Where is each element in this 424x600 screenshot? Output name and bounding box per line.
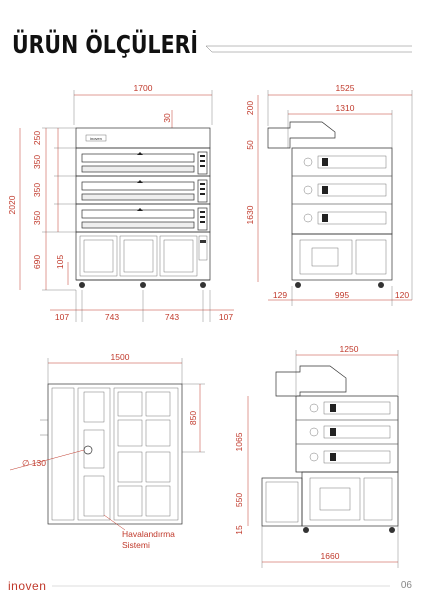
side-bottom-995: 995 xyxy=(335,290,349,300)
front-height-label: 2020 xyxy=(7,195,17,214)
side-dim-50: 50 xyxy=(245,140,255,150)
side-bottom-129: 129 xyxy=(273,290,287,300)
front-dim-350-c: 350 xyxy=(32,211,42,225)
iso-dim-1065: 1065 xyxy=(234,432,244,451)
side-dim-200: 200 xyxy=(245,101,255,115)
top-depth-label: 850 xyxy=(188,411,198,425)
iso-bottom-1660: 1660 xyxy=(321,551,340,561)
top-vent-label-1: Havalandırma xyxy=(122,529,175,539)
iso-dim-15: 15 xyxy=(234,525,244,535)
front-bottom-743-a: 743 xyxy=(105,312,119,322)
front-badge: inoven xyxy=(90,136,102,141)
front-width-label: 1700 xyxy=(134,83,153,93)
front-dim-350-a: 350 xyxy=(32,155,42,169)
front-dim-350-b: 350 xyxy=(32,183,42,197)
page-title: ÜRÜN ÖLÇÜLERİ xyxy=(12,30,199,59)
side-bottom-120: 120 xyxy=(395,290,409,300)
side-width-label: 1525 xyxy=(336,83,355,93)
front-dim-690: 690 xyxy=(32,255,42,269)
top-diameter-label: ∅ 130 xyxy=(22,458,46,468)
iso-width-label: 1250 xyxy=(340,344,359,354)
front-dim-105: 105 xyxy=(55,255,65,269)
side-dim-1630: 1630 xyxy=(245,205,255,224)
front-bottom-743-b: 743 xyxy=(165,312,179,322)
side-inner-label: 1310 xyxy=(336,103,355,113)
front-dim-30: 30 xyxy=(162,113,172,123)
top-width-label: 1500 xyxy=(111,352,130,362)
front-bottom-107-left: 107 xyxy=(55,312,69,322)
page-number: 06 xyxy=(400,580,412,591)
top-vent-label-2: Sistemi xyxy=(122,540,150,550)
front-bottom-107-right: 107 xyxy=(219,312,233,322)
footer-brand-logo: inoven xyxy=(8,579,47,593)
iso-dim-550: 550 xyxy=(234,493,244,507)
front-dim-250: 250 xyxy=(32,131,42,145)
